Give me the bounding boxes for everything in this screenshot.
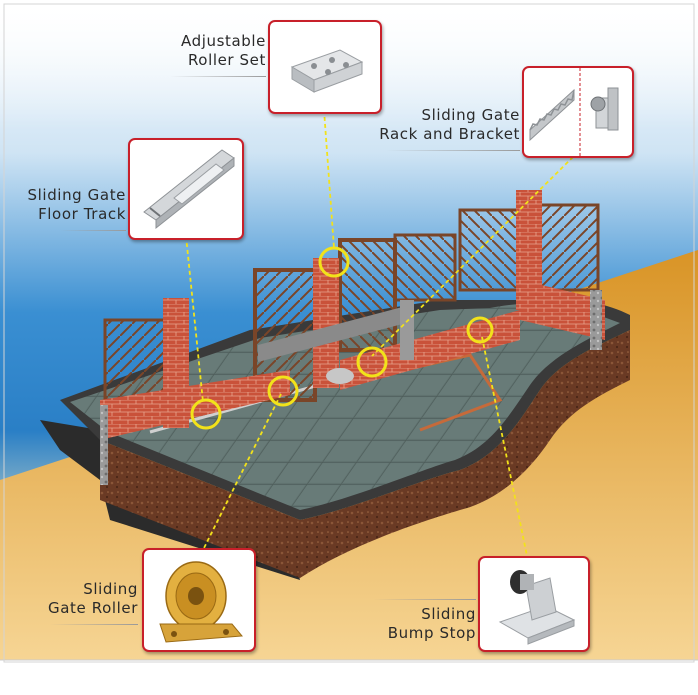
callout-gate-roller-line2: Gate Roller: [48, 599, 138, 617]
callout-bump-stop-line2: Bump Stop: [387, 624, 476, 642]
callout-floor-track: Sliding Gate Floor Track: [10, 186, 126, 231]
gate-roller-thumbnail: [142, 548, 256, 652]
callout-rack-bracket-line2: Rack and Bracket: [379, 125, 520, 143]
ground-platform: [40, 298, 630, 580]
callout-gate-roller-line1: Sliding: [83, 580, 138, 598]
floor-track-rail-icon: [143, 149, 235, 230]
roller-set-thumbnail: [268, 20, 382, 114]
bump-stop-icon: [498, 570, 576, 645]
bottom-strip: [0, 660, 698, 695]
bump-stop-thumbnail: [478, 556, 590, 652]
callout-roller-set: Adjustable Roller Set: [150, 32, 266, 77]
callout-bump-stop-line1: Sliding: [421, 605, 476, 623]
callout-gate-roller: Sliding Gate Roller: [40, 580, 138, 625]
rack-highlight: [356, 346, 388, 378]
floor-track-thumbnail: [128, 138, 244, 240]
roller-set-highlight: [318, 246, 350, 278]
gear-rack-bracket-icon: [529, 68, 619, 156]
callout-rack-bracket-line1: Sliding Gate: [421, 106, 520, 124]
callout-roller-set-line1: Adjustable: [181, 32, 266, 50]
floor-track-highlight: [190, 398, 222, 430]
callout-roller-set-line2: Roller Set: [187, 51, 266, 69]
roller-set-bracket-icon: [290, 49, 364, 93]
callout-floor-track-line1: Sliding Gate: [27, 186, 126, 204]
callout-floor-track-line2: Floor Track: [38, 205, 126, 223]
rack-bracket-thumbnail: [522, 66, 634, 158]
bump-stop-highlight: [466, 316, 494, 344]
grooved-wheel-icon: [159, 561, 244, 643]
sliding-gate: [258, 300, 414, 384]
callout-bump-stop: Sliding Bump Stop: [364, 599, 476, 643]
leader-lines: [185, 109, 579, 561]
callout-rack-bracket: Sliding Gate Rack and Bracket: [356, 106, 520, 151]
gate-roller-highlight: [267, 375, 299, 407]
highlight-circles: [190, 246, 494, 430]
